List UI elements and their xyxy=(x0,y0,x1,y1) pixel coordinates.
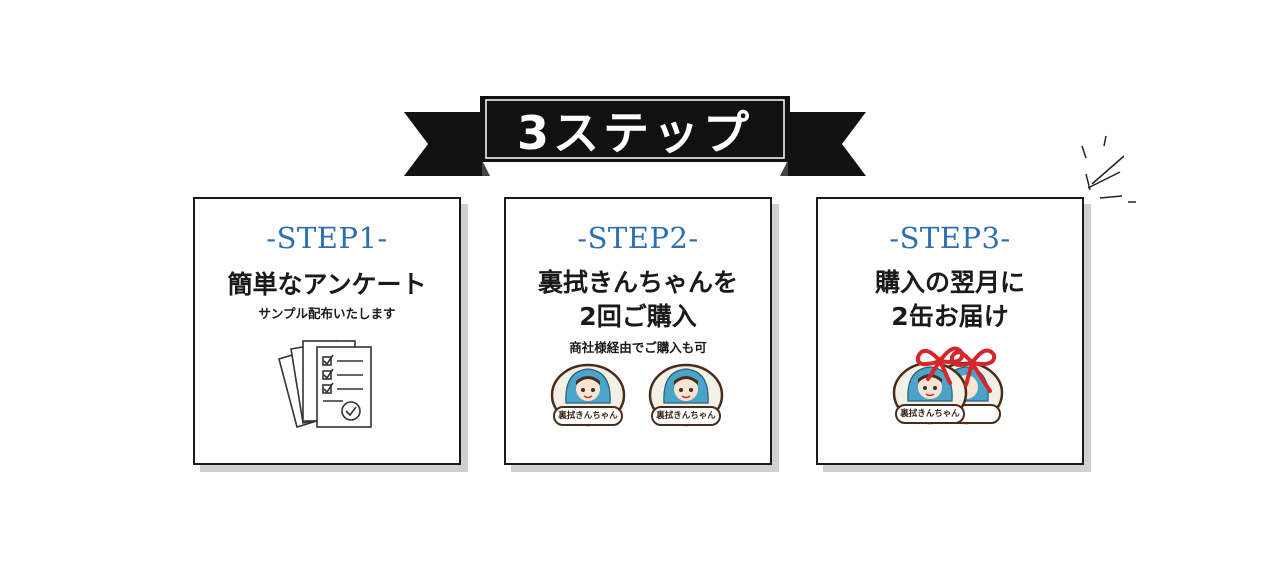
step-heading-line1: 裏拭きんちゃんを xyxy=(537,268,738,297)
gift-bow-icon xyxy=(915,346,997,393)
mascot-badge-icon xyxy=(648,363,724,427)
mascot-badge-icon xyxy=(550,363,626,427)
step-label: -STEP1- xyxy=(266,221,388,255)
sparkle-lines-icon xyxy=(1081,135,1136,203)
step-heading: 簡単なアンケート xyxy=(227,270,427,299)
step-heading-line2: 2缶お届け xyxy=(891,302,1009,331)
title-ribbon-banner: 3ステップ xyxy=(404,96,866,178)
banner-title: 3ステップ xyxy=(516,106,753,160)
step-heading-line2: 2回ご購入 xyxy=(579,302,697,331)
mascot-badge-text: 裏拭きんちゃん xyxy=(558,411,618,421)
step-card-1: -STEP1- 簡単なアンケート サンプル配布いたします xyxy=(193,197,468,472)
step-heading-line1: 購入の翌月に xyxy=(874,268,1025,297)
step-label: -STEP2- xyxy=(577,221,699,255)
survey-documents-icon xyxy=(278,340,372,429)
step-card-2: -STEP2- 裏拭きんちゃんを 2回ご購入 商社様経由でご購入も可 裏拭きんち… xyxy=(504,197,779,472)
mascot-badge-text: 裏拭きんちゃん xyxy=(656,411,716,421)
step-card-3: -STEP3- 購入の翌月に 2缶お届け 裏拭きんちゃん xyxy=(816,197,1091,472)
step-subtext: 商社様経由でご購入も可 xyxy=(569,340,707,355)
step-subtext: サンプル配布いたします xyxy=(258,306,396,321)
step-label: -STEP3- xyxy=(889,221,1011,255)
mascot-badge-text: 裏拭きんちゃん xyxy=(900,409,960,419)
